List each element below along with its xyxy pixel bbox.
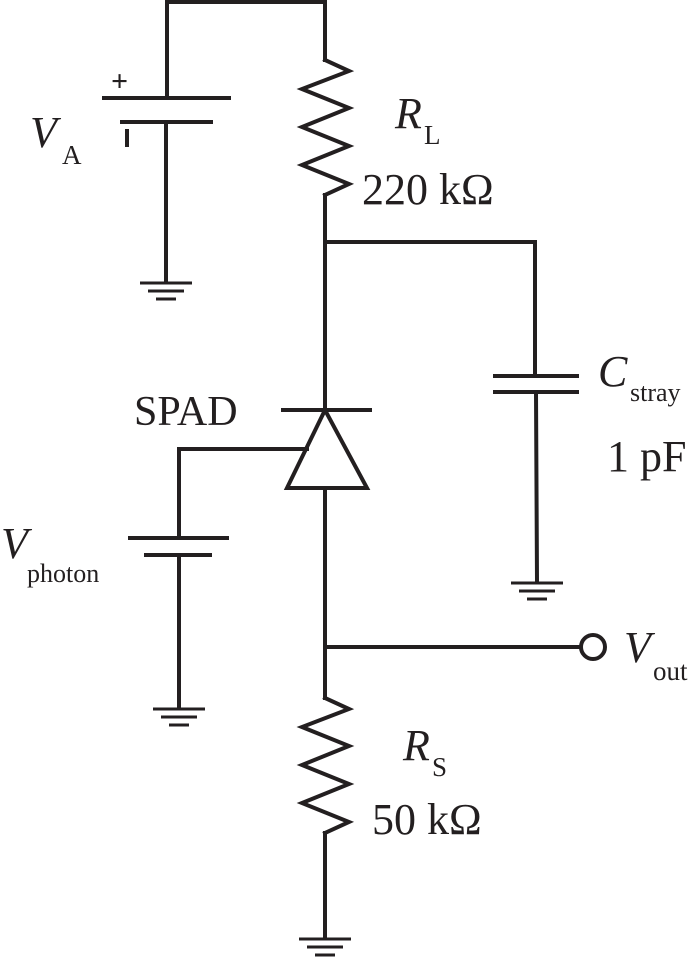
cstray-label: C (598, 347, 628, 396)
rl-subscript: L (424, 120, 441, 150)
load-resistor (296, 57, 355, 198)
ground-icon (299, 937, 351, 957)
va-label: V (30, 108, 62, 157)
vphoton-subscript: photon (27, 559, 99, 588)
rl-label: R (394, 89, 422, 138)
va-subscript: A (62, 140, 82, 170)
rs-value: 50 kΩ (372, 795, 482, 844)
wire-photon-to-spad (177, 447, 309, 540)
wire-top-loop (165, 0, 327, 100)
ground-icon (511, 581, 563, 601)
ground-icon (153, 707, 205, 727)
vphoton-label: V (1, 519, 33, 568)
cstray-subscript: stray (630, 378, 681, 407)
rs-label: R (402, 721, 430, 770)
rs-subscript: S (432, 752, 447, 782)
spad-label: SPAD (134, 389, 238, 435)
wire-to-stray-cap (323, 240, 537, 378)
output-terminal (579, 633, 607, 661)
vout-subscript: out (653, 656, 688, 686)
cstray-value: 1 pF (607, 432, 686, 481)
battery-plus-sign: + (111, 65, 128, 98)
ground-icon (140, 281, 192, 301)
wire-stray-cap-to-ground (533, 389, 540, 585)
rl-value: 220 kΩ (362, 165, 494, 214)
sense-resistor (296, 695, 355, 836)
vout-label: V (624, 623, 656, 672)
